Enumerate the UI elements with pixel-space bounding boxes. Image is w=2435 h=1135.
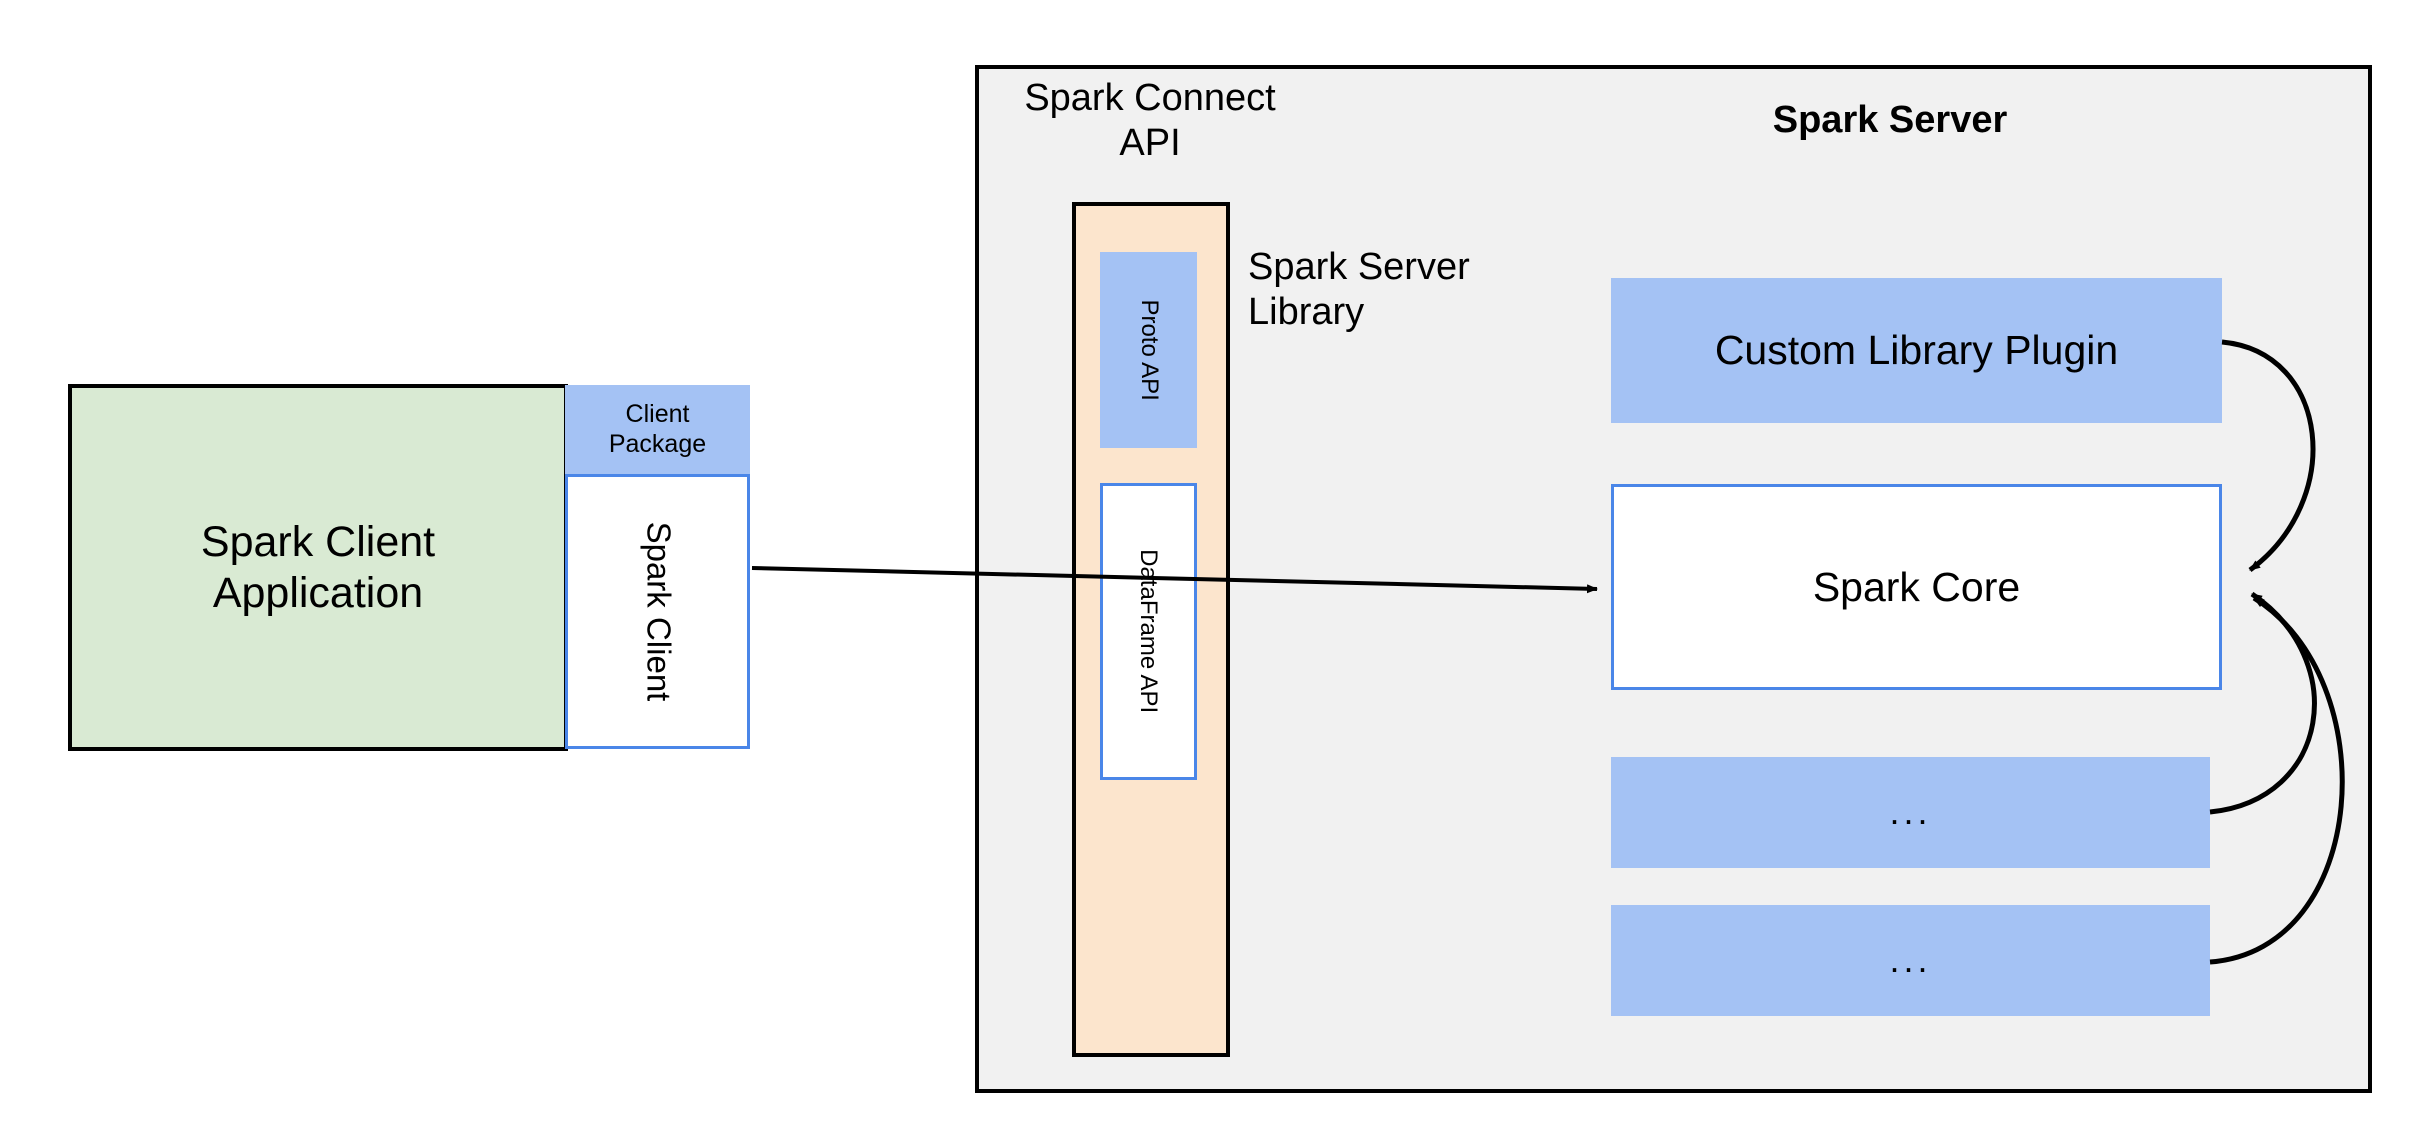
dataframe-api-box: DataFrame API	[1100, 483, 1197, 780]
dataframe-api-label: DataFrame API	[1135, 549, 1163, 714]
client-package-box: Client Package	[565, 385, 750, 474]
spark-client-application-label: Spark Client Application	[200, 517, 436, 617]
proto-api-label: Proto API	[1135, 299, 1163, 401]
custom-library-plugin-box: Custom Library Plugin	[1611, 278, 2222, 423]
spark-client-box: Spark Client	[565, 474, 750, 749]
spark-server-library-label: Spark Server Library	[1248, 240, 1548, 340]
spark-core-box: Spark Core	[1611, 484, 2222, 690]
ellipsis-box-2: ...	[1611, 905, 2210, 1016]
ellipsis-box-1-label: ...	[1889, 791, 1932, 833]
ellipsis-box-1: ...	[1611, 757, 2210, 868]
custom-library-plugin-label: Custom Library Plugin	[1714, 327, 2119, 374]
client-package-label: Client Package	[608, 400, 707, 458]
spark-connect-api-label: Spark Connect API	[1005, 68, 1295, 173]
spark-server-library-label-text: Spark Server Library	[1248, 246, 1470, 333]
spark-server-title: Spark Server	[1715, 95, 2065, 145]
spark-core-label: Spark Core	[1812, 563, 2021, 610]
spark-client-label: Spark Client	[639, 521, 677, 702]
ellipsis-box-2-label: ...	[1889, 939, 1932, 981]
spark-server-title-text: Spark Server	[1772, 98, 2008, 141]
spark-connect-api-label-text: Spark Connect API	[1024, 76, 1276, 164]
spark-client-application-box: Spark Client Application	[68, 384, 568, 751]
proto-api-box: Proto API	[1100, 252, 1197, 448]
